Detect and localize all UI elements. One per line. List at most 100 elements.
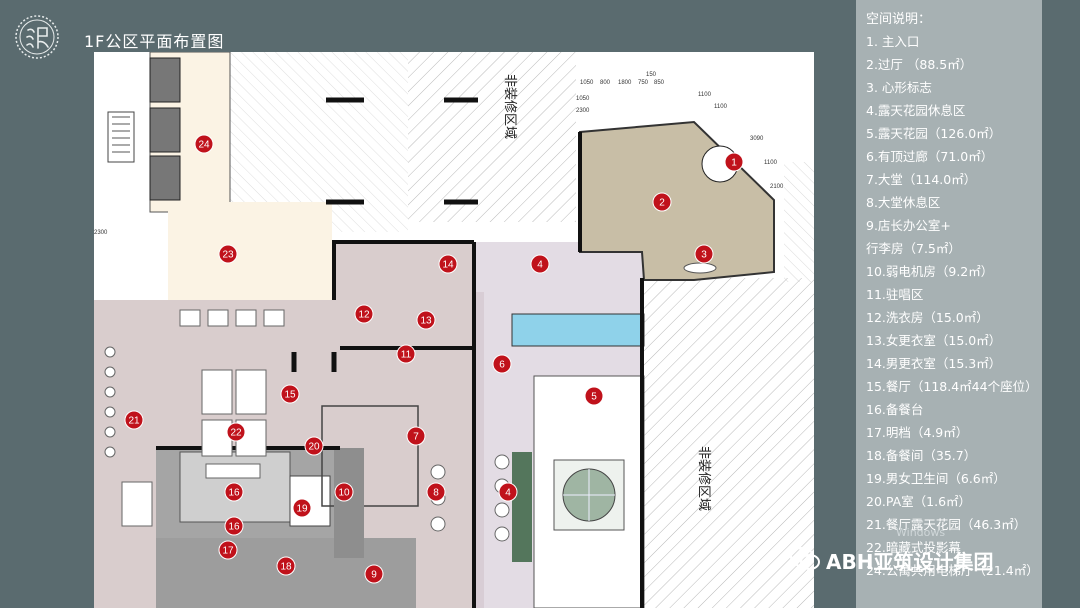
marker-19: 19 bbox=[292, 498, 312, 518]
svg-text:24: 24 bbox=[198, 140, 210, 151]
windows-watermark: Windows bbox=[896, 526, 946, 539]
svg-text:13: 13 bbox=[420, 316, 432, 327]
dining-tables bbox=[121, 309, 285, 527]
legend-item: 18.备餐间（35.7） bbox=[866, 448, 977, 463]
legend-item: 21.餐厅露天花园（46.3㎡） bbox=[866, 517, 1027, 532]
legend-item: 15.餐厅（118.4㎡44个座位） bbox=[866, 379, 1038, 394]
svg-text:21: 21 bbox=[128, 416, 140, 427]
marker-5: 5 bbox=[584, 386, 604, 406]
legend-title: 空间说明： bbox=[866, 12, 932, 27]
svg-text:9: 9 bbox=[371, 570, 377, 581]
svg-text:850: 850 bbox=[654, 80, 665, 86]
hatch-right-top bbox=[784, 162, 814, 282]
non-renovation-area-right bbox=[642, 278, 814, 608]
page-title: 1F公区平面布置图 bbox=[84, 32, 225, 51]
marker-10: 10 bbox=[334, 482, 354, 502]
svg-text:10: 10 bbox=[338, 488, 350, 499]
svg-text:19: 19 bbox=[296, 504, 308, 515]
svg-text:16: 16 bbox=[228, 488, 240, 499]
legend-item: 4.露天花园休息区 bbox=[866, 103, 966, 118]
zone-label-non-renovation-1: 非装修区域 bbox=[503, 74, 518, 139]
svg-text:1050: 1050 bbox=[580, 80, 594, 86]
marker-15: 15 bbox=[280, 384, 300, 404]
legend-item: 6.有顶过廊（71.0㎡） bbox=[866, 149, 994, 164]
marker-6: 6 bbox=[492, 354, 512, 374]
planter-strip bbox=[512, 452, 532, 562]
heart-logo bbox=[683, 262, 717, 274]
svg-text:11: 11 bbox=[401, 350, 412, 361]
zone-label-non-renovation-2: 非装修区域 bbox=[697, 446, 712, 511]
legend-item: 2.过厅 （88.5㎡） bbox=[866, 57, 973, 72]
lobby-counter bbox=[321, 405, 419, 507]
floor-plan: 非装修区域 非装修区域 150 1050 800 1800 750 850 10… bbox=[94, 52, 814, 608]
dimension-labels: 150 1050 800 1800 750 850 1050 2300 2300… bbox=[94, 72, 784, 236]
marker-21: 21 bbox=[124, 410, 144, 430]
svg-text:2: 2 bbox=[659, 198, 665, 209]
marker-3: 3 bbox=[694, 244, 714, 264]
svg-text:6: 6 bbox=[499, 360, 505, 371]
svg-text:750: 750 bbox=[638, 80, 649, 86]
svg-text:18: 18 bbox=[280, 562, 292, 573]
floor-plan-drawing: 非装修区域 非装修区域 150 1050 800 1800 750 850 10… bbox=[94, 52, 814, 608]
marker-24: 24 bbox=[194, 134, 214, 154]
marker-13: 13 bbox=[416, 310, 436, 330]
svg-text:150: 150 bbox=[646, 72, 657, 78]
wechat-icon bbox=[790, 547, 820, 570]
svg-text:23: 23 bbox=[222, 250, 234, 261]
svg-text:5: 5 bbox=[591, 392, 597, 403]
svg-text:12: 12 bbox=[358, 310, 370, 321]
svg-text:1050: 1050 bbox=[576, 96, 590, 102]
legend-item: 7.大堂（114.0㎡） bbox=[866, 172, 977, 187]
elevator-car-3 bbox=[149, 155, 181, 201]
marker-4: 4 bbox=[530, 254, 550, 274]
marker-20: 20 bbox=[304, 436, 324, 456]
seal-logo-icon bbox=[15, 15, 59, 59]
legend-item: 10.弱电机房（9.2㎡） bbox=[866, 264, 994, 279]
stair bbox=[107, 111, 135, 163]
svg-text:2300: 2300 bbox=[576, 108, 590, 114]
svg-text:4: 4 bbox=[537, 260, 543, 271]
legend-item: 11.驻唱区 bbox=[866, 287, 924, 302]
legend-item: 19.男女卫生间（6.6㎡） bbox=[866, 471, 1006, 486]
svg-text:1100: 1100 bbox=[764, 160, 778, 166]
svg-text:1100: 1100 bbox=[698, 92, 712, 98]
legend-item: 9.店长办公室+ bbox=[866, 218, 951, 233]
svg-text:3: 3 bbox=[701, 250, 707, 261]
svg-text:3090: 3090 bbox=[750, 136, 764, 142]
marker-16: 16 bbox=[224, 516, 244, 536]
svg-text:1800: 1800 bbox=[618, 80, 632, 86]
legend-item: 3. 心形标志 bbox=[866, 80, 932, 95]
svg-text:20: 20 bbox=[308, 442, 320, 453]
marker-14: 14 bbox=[438, 254, 458, 274]
marker-12: 12 bbox=[354, 304, 374, 324]
svg-text:1: 1 bbox=[731, 158, 737, 169]
legend-item: 14.男更衣室（15.3㎡） bbox=[866, 356, 1002, 371]
legend-item: 22.暗藏式投影幕 bbox=[866, 540, 961, 555]
round-seats bbox=[104, 346, 510, 542]
grey-column-10 bbox=[334, 448, 364, 558]
non-renovation-area-top bbox=[408, 52, 576, 222]
marker-2: 2 bbox=[652, 192, 672, 212]
pool bbox=[511, 313, 645, 347]
marker-23: 23 bbox=[218, 244, 238, 264]
legend-item: 13.女更衣室（15.0㎡） bbox=[866, 333, 1002, 348]
legend-item: 12.洗衣房（15.0㎡） bbox=[866, 310, 989, 325]
svg-text:14: 14 bbox=[442, 260, 454, 271]
marker-18: 18 bbox=[276, 556, 296, 576]
svg-text:17: 17 bbox=[222, 546, 234, 557]
svg-text:15: 15 bbox=[284, 390, 296, 401]
svg-text:22: 22 bbox=[230, 428, 242, 439]
marker-17: 17 bbox=[218, 540, 238, 560]
svg-text:1100: 1100 bbox=[714, 104, 728, 110]
corridor-23 bbox=[168, 202, 332, 312]
svg-text:2100: 2100 bbox=[770, 184, 784, 190]
marker-7: 7 bbox=[406, 426, 426, 446]
legend-item: 8.大堂休息区 bbox=[866, 195, 941, 210]
marker-11: 11 bbox=[396, 344, 416, 364]
marker-1: 1 bbox=[724, 152, 744, 172]
marker-16: 16 bbox=[224, 482, 244, 502]
legend-item: 5.露天花园（126.0㎡） bbox=[866, 126, 1002, 141]
marker-8: 8 bbox=[426, 482, 446, 502]
